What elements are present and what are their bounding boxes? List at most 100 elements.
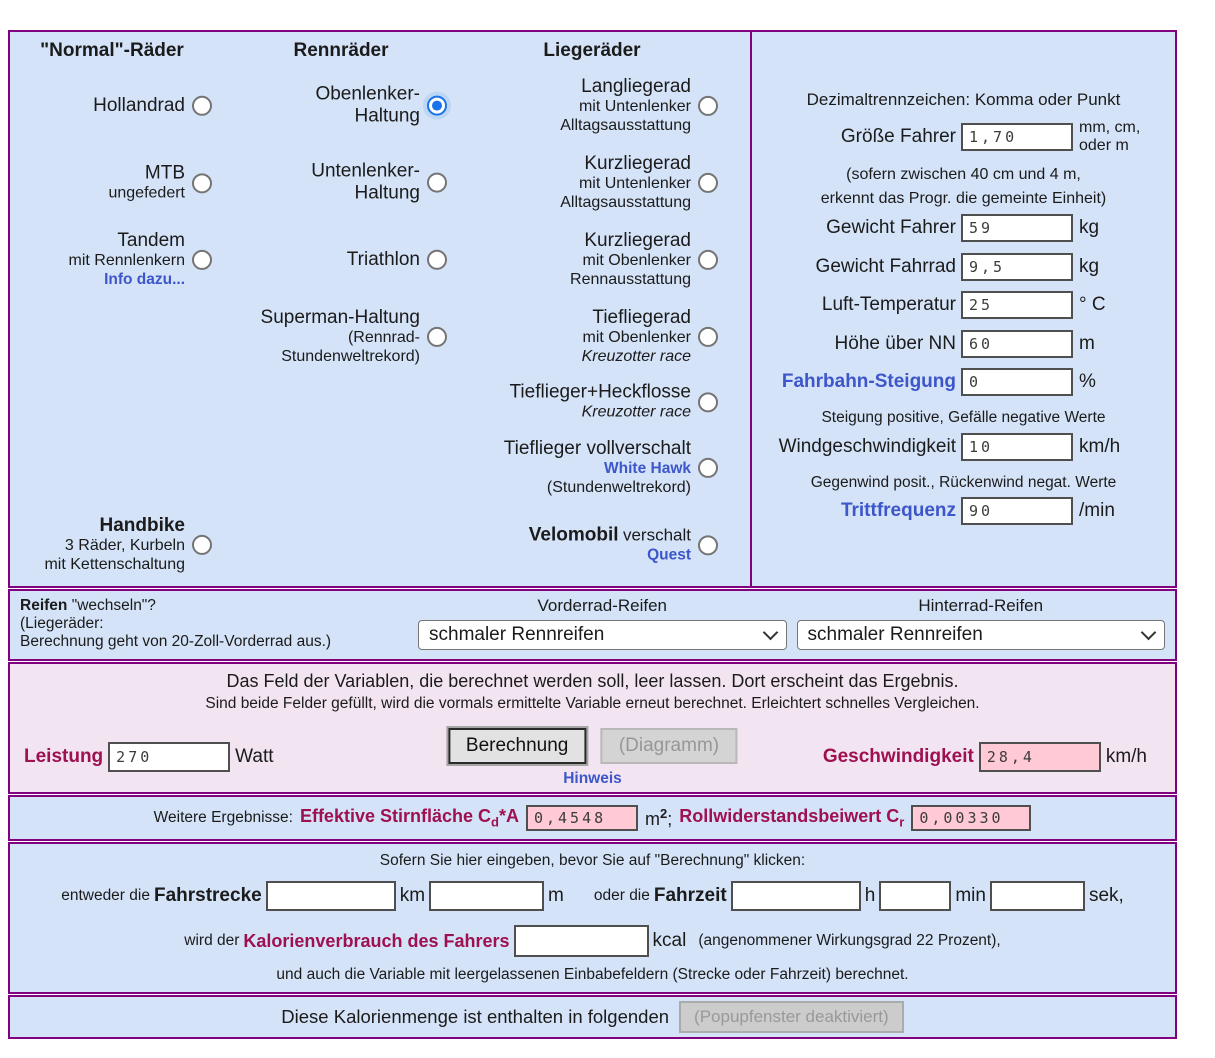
front-tire-column: Vorderrad-Reifen schmaler Rennreifen [418,595,787,653]
radio-untenlenker[interactable] [427,173,447,193]
luft-temperatur-unit: ° C [1079,294,1106,315]
gewicht-fahrrad-label: Gewicht Fahrrad [815,256,956,277]
radio-tandem[interactable] [192,250,212,270]
cr-result-field[interactable] [911,805,1032,831]
bike-sublabel: mit Obenlenker [582,329,692,347]
trittfrequenz-link[interactable]: Trittfrequenz [840,500,956,521]
geschwindigkeit-label: Geschwindigkeit [822,746,974,767]
bike-option-triathlon: Triathlon [10,249,447,271]
steigung-input[interactable] [961,368,1073,396]
bike-sublabel: (Stundenweltrekord) [546,479,691,497]
radio-langliegerad[interactable] [698,96,718,116]
radio-velomobil[interactable] [698,535,718,555]
fahrzeit-sek-input[interactable] [989,881,1085,911]
distance-time-section: Sofern Sie hier eingeben, bevor Sie auf … [8,842,1177,994]
radio-handbike[interactable] [192,535,212,555]
bike-sublabel: Rennausstattung [570,271,691,289]
gewicht-fahrrad-input[interactable] [961,253,1073,281]
radio-tieflieger-heckflosse[interactable] [698,392,718,412]
radio-superman[interactable] [427,327,447,347]
popup-deaktiviert-button[interactable]: (Popupfenster deaktiviert) [679,1001,904,1033]
tires-label: Reifen [20,597,68,614]
distance-instruction: Sofern Sie hier eingeben, bevor Sie auf … [379,852,806,869]
cda-result-field[interactable] [525,805,638,831]
kcal-unit: kcal [652,930,687,951]
radio-hollandrad[interactable] [192,96,212,116]
radio-triathlon[interactable] [427,250,447,270]
groesse-fahrer-label: Größe Fahrer [840,126,956,147]
gewicht-fahrrad-row: Gewicht Fahrrad kg [752,253,1175,281]
bike-label: MTB [144,162,185,184]
bike-label: Tandem [117,229,185,251]
radio-kurzliegerad-alltag[interactable] [698,173,718,193]
fahrstrecke-label: Fahrstrecke [153,885,262,906]
wind-label: Windgeschwindigkeit [778,436,956,457]
groesse-fahrer-input[interactable] [961,123,1073,151]
bike-option-kurzliegerad-alltag: Kurzliegerad mit Untenlenker Alltagsauss… [10,153,718,213]
distance-pre-text: entweder die [61,887,150,904]
bike-sublabel: Alltagsausstattung [560,194,691,212]
bike-label: Langliegerad [581,75,691,97]
bike-option-obenlenker: Obenlenker- Haltung [10,84,447,129]
bike-sublabel: Haltung [354,183,421,204]
leistung-group: Leistung Watt [24,742,274,772]
radio-obenlenker[interactable] [427,96,447,116]
tires-section: Reifen "wechseln"? (Liegeräder: Berechnu… [8,589,1177,661]
fahrbahn-steigung-link[interactable]: Fahrbahn-Steigung [781,371,956,392]
m-unit: m [548,885,564,906]
hinweis-link[interactable]: Hinweis [563,770,622,787]
quest-link[interactable]: Quest [647,546,691,564]
fahrstrecke-m-input[interactable] [429,881,545,911]
tires-question: Reifen "wechseln"? (Liegeräder: Berechnu… [20,597,332,650]
wind-input[interactable] [961,433,1073,461]
luft-temperatur-input[interactable] [961,291,1073,319]
wind-unit: km/h [1079,436,1121,457]
radio-kurzliegerad-renn[interactable] [698,250,718,270]
radio-tieflieger-vollverschalt[interactable] [698,458,718,478]
kalorienverbrauch-input[interactable] [513,925,649,957]
radio-tiefliegerad[interactable] [698,327,718,347]
bike-option-kurzliegerad-renn: Kurzliegerad mit Obenlenker Rennausstatt… [10,230,718,290]
bike-option-mtb: MTB ungefedert [10,162,212,203]
bike-option-untenlenker: Untenlenker- Haltung [10,161,447,206]
bike-sublabel: Haltung [354,106,421,127]
geschwindigkeit-unit: km/h [1105,746,1147,767]
white-hawk-link[interactable]: White Hawk [604,460,691,478]
radio-mtb[interactable] [192,173,212,193]
fahrzeit-min-input[interactable] [879,881,952,911]
bike-sublabel: mit Kettenschaltung [44,556,185,574]
hoehe-label: Höhe über NN [834,333,956,354]
berechnung-button[interactable]: Berechnung [447,728,587,764]
bike-sublabel: Kreuzotter race [581,348,691,366]
wind-note: Gegenwind posit., Rückenwind negat. Wert… [810,474,1117,491]
info-dazu-link[interactable]: Info dazu... [104,271,185,289]
gewicht-fahrer-input[interactable] [961,214,1073,242]
time-pre-text: oder die [593,887,650,904]
calc-buttons-group: Berechnung (Diagramm) Hinweis [447,728,738,788]
geschwindigkeit-input[interactable] [978,742,1101,772]
bike-option-superman: Superman-Haltung (Rennrad- Stundenweltre… [10,307,447,367]
fahrzeit-h-input[interactable] [730,881,861,911]
bike-sublabel: (Rennrad- [347,329,420,347]
wirkungsgrad-note: (angenommener Wirkungsgrad 22 Prozent), [698,932,1001,949]
vorderrad-reifen-select[interactable]: schmaler Rennreifen [418,620,787,650]
bike-label: Velomobil [528,524,619,546]
further-results-section: Weitere Ergebnisse: Effektive Stirnfläch… [8,795,1177,841]
fahrstrecke-km-input[interactable] [265,881,396,911]
bike-sublabel: verschalt [622,525,691,545]
distance-footer-note: und auch die Variable mit leergelassenen… [276,966,909,983]
trittfrequenz-input[interactable] [961,497,1073,525]
geschwindigkeit-group: Geschwindigkeit km/h [823,742,1147,772]
diagramm-button[interactable]: (Diagramm) [600,728,738,764]
bike-option-langliegerad: Langliegerad mit Untenlenker Alltagsauss… [10,76,718,136]
bike-option-tieflieger-heckflosse: Tieflieger+Heckflosse Kreuzotter race [10,381,718,422]
bike-sublabel: Kreuzotter race [581,403,691,421]
rear-tire-column: Hinterrad-Reifen schmaler Rennreifen [796,595,1165,653]
bike-option-velomobil: Velomobil verschalt Quest [10,524,718,565]
groesse-fahrer-unit: mm, cm,oder m [1079,119,1141,154]
leistung-input[interactable] [108,742,231,772]
hinterrad-reifen-select[interactable]: schmaler Rennreifen [796,620,1165,650]
hoehe-input[interactable] [961,330,1073,358]
bike-label: Tiefliegerad [592,306,691,328]
kalorienverbrauch-label: Kalorienverbrauch des Fahrers [243,930,510,951]
